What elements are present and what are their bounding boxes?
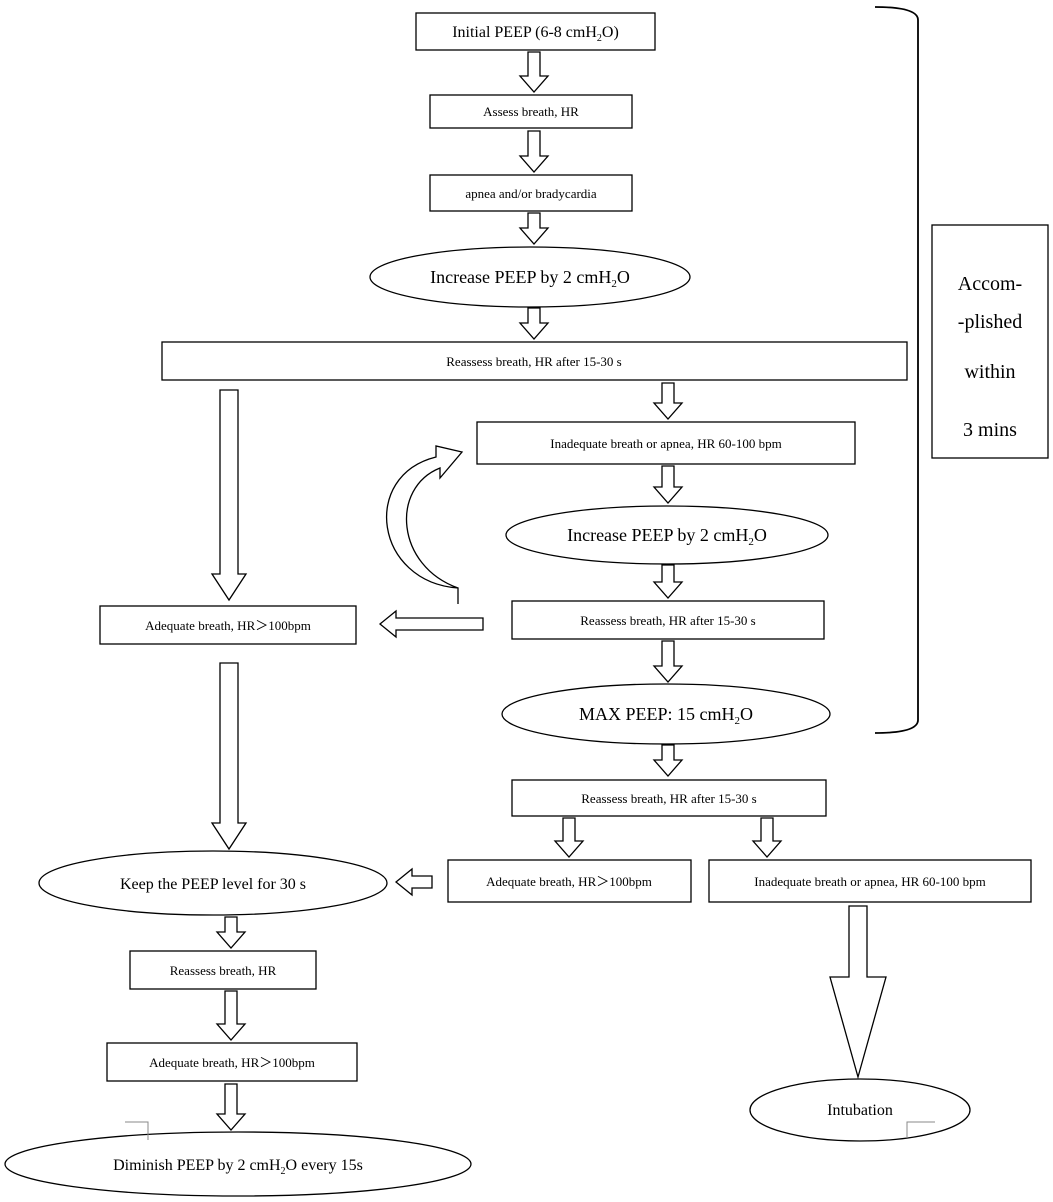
apnea-bradycardia-box (429, 174, 633, 212)
initial-peep-box (415, 12, 656, 51)
reassess-1-box (161, 341, 908, 381)
keep-peep-label: Keep the PEEP level for 30 s (120, 876, 306, 893)
arrow-adequate-1-to-keep-peep (210, 662, 248, 851)
keep-peep-ellipse (38, 850, 388, 916)
adequate-2-box (447, 859, 692, 903)
assess-breath-hr-label: Assess breath, HR (483, 104, 579, 119)
adequate-1-label: Adequate breath, HR＞100bpm (145, 618, 311, 633)
intubation-ellipse (749, 1078, 971, 1142)
adequate-3-label: Adequate breath, HR＞100bpm (149, 1055, 315, 1070)
inadequate-1-box (476, 421, 856, 465)
bracket (874, 6, 919, 734)
arrow-inadequate-1-to-increase-2 (652, 465, 684, 504)
assess-breath-hr-box (429, 94, 633, 129)
arrow-inadequate-2-to-intubation (829, 905, 887, 1080)
increase-peep-1-ellipse (369, 246, 691, 308)
side-note-line-3: within (964, 361, 1015, 383)
initial-peep-label: Initial PEEP (6-8 cmH2O) (452, 24, 619, 44)
side-note-line-2: -plished (958, 311, 1022, 333)
arrow-increase-1-to-reassess-1 (518, 307, 550, 340)
arrow-reassess-3-to-inadequate-2 (751, 817, 783, 858)
max-peep-ellipse (501, 683, 831, 745)
side-note-line-1: Accom- (958, 273, 1022, 295)
adequate-3-box (106, 1042, 358, 1082)
increase-peep-2-label: Increase PEEP by 2 cmH2O (567, 525, 767, 548)
arrow-reassess-2-to-adequate-1 (378, 609, 484, 639)
diminish-peep-ellipse (4, 1131, 472, 1197)
arrow-increase-2-to-reassess-2 (652, 564, 684, 599)
increase-peep-1-label: Increase PEEP by 2 cmH2O (430, 267, 630, 290)
reassess-1-label: Reassess breath, HR after 15-30 s (446, 354, 621, 369)
increase-peep-2-ellipse (505, 505, 829, 565)
inadequate-1-label: Inadequate breath or apnea, HR 60-100 bp… (550, 436, 781, 451)
crop-mark-left (125, 1121, 149, 1140)
max-peep-label: MAX PEEP: 15 cmH2O (579, 704, 753, 727)
crop-mark-right (906, 1121, 935, 1138)
reassess-4-box (129, 950, 317, 990)
reassess-4-label: Reassess breath, HR (170, 963, 277, 978)
apnea-bradycardia-label: apnea and/or bradycardia (465, 186, 597, 201)
arrow-adequate-2-to-keep-peep (394, 867, 433, 897)
arrows (210, 51, 887, 1131)
arrow-initial-to-assess (518, 51, 550, 93)
arrow-reassess-1-to-adequate-1 (210, 389, 248, 602)
arrow-adequate-3-to-diminish (215, 1083, 247, 1131)
intubation-label: Intubation (827, 1102, 893, 1119)
arrow-reassess-1-to-inadequate-1 (652, 382, 684, 420)
arrow-apnea-to-increase-1 (518, 212, 550, 245)
arrow-assess-to-apnea (518, 130, 550, 173)
arrow-reassess-2-to-max-peep (652, 640, 684, 683)
adequate-1-box (99, 605, 357, 645)
reassess-2-label: Reassess breath, HR after 15-30 s (580, 613, 755, 628)
arrow-reassess-4-to-adequate-3 (215, 990, 247, 1041)
reassess-2-box (511, 600, 825, 640)
reassess-3-label: Reassess breath, HR after 15-30 s (581, 791, 756, 806)
arrow-reassess-3-to-adequate-2 (553, 817, 585, 858)
diminish-peep-label: Diminish PEEP by 2 cmH2O every 15s (113, 1157, 363, 1177)
inadequate-2-box (708, 859, 1032, 903)
arrow-keep-peep-to-reassess-4 (215, 916, 247, 949)
reassess-3-box (511, 779, 827, 817)
loop-back-arrow (386, 445, 464, 604)
adequate-2-label: Adequate breath, HR＞100bpm (486, 874, 652, 889)
inadequate-2-label: Inadequate breath or apnea, HR 60-100 bp… (754, 874, 985, 889)
side-note-box (931, 224, 1049, 459)
arrow-max-peep-to-reassess-3 (652, 744, 684, 777)
side-note-line-4: 3 mins (963, 419, 1017, 441)
